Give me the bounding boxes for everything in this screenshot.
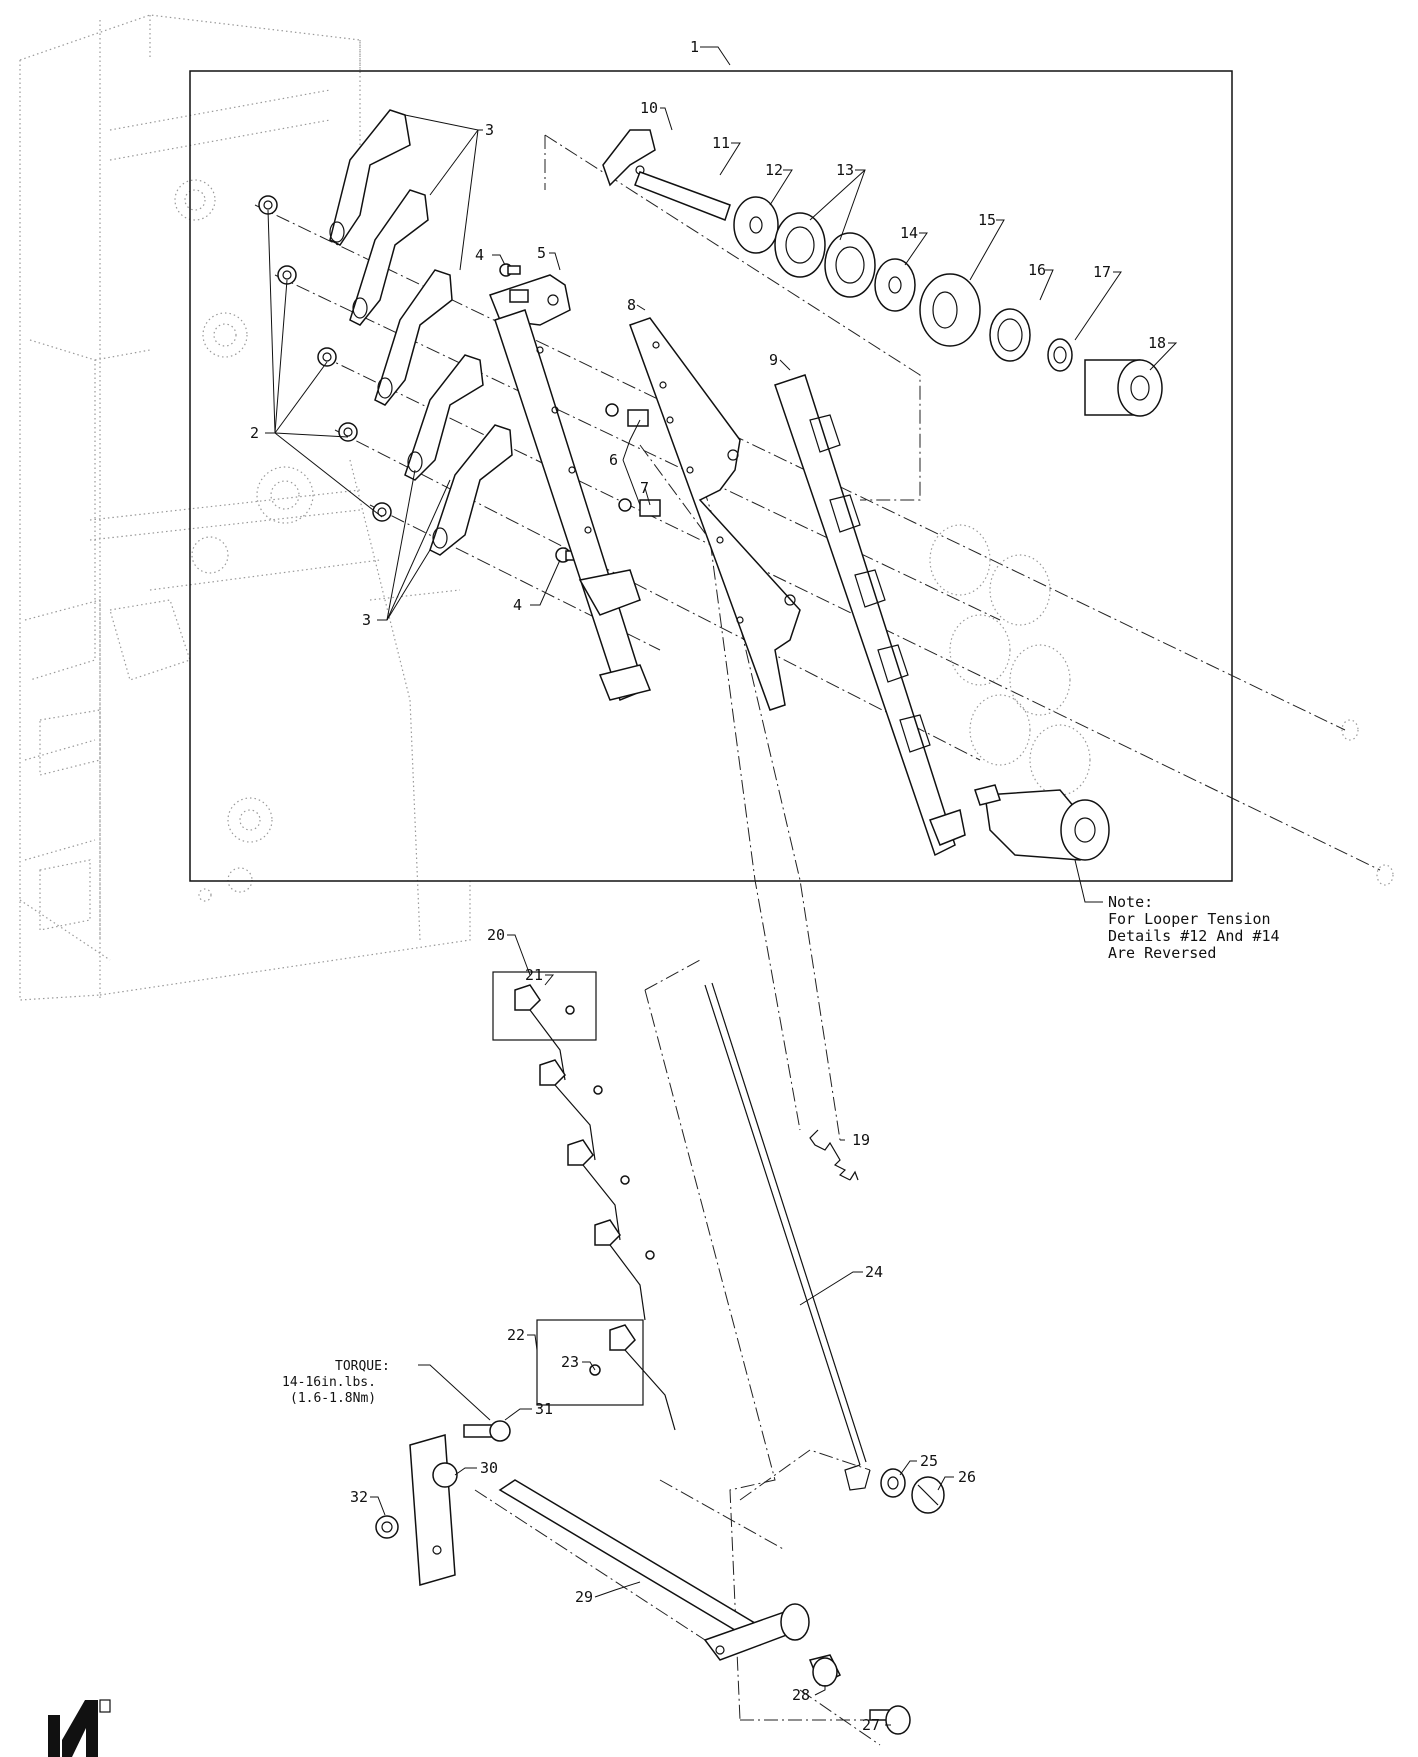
tension-ghost-units — [929, 524, 1394, 886]
bracket-plate-5 — [489, 274, 652, 701]
plate-8 — [629, 317, 801, 711]
label-7: 7 — [640, 479, 649, 497]
clips-6-7 — [605, 403, 661, 517]
label-3-top: 3 — [485, 121, 494, 139]
tension-assembly — [602, 129, 1163, 417]
label-19: 19 — [852, 1131, 870, 1149]
nut-group — [258, 195, 392, 522]
torque-value-imperial: 14-16in.lbs. — [282, 1375, 376, 1390]
guide-assembly — [492, 971, 676, 1431]
shaft-assembly — [375, 1420, 911, 1735]
label-26: 26 — [958, 1468, 976, 1486]
label-12: 12 — [765, 161, 783, 179]
washer-screw-25-26 — [880, 1468, 945, 1514]
logo-mark — [48, 1699, 111, 1757]
assembly-frame — [189, 70, 1233, 882]
label-4-top: 4 — [475, 246, 484, 264]
label-3-bottom: 3 — [362, 611, 371, 629]
label-21: 21 — [525, 966, 543, 984]
label-11: 11 — [712, 134, 730, 152]
label-27: 27 — [862, 1716, 880, 1734]
label-14: 14 — [900, 224, 918, 242]
label-9: 9 — [769, 351, 778, 369]
label-30: 30 — [480, 1459, 498, 1477]
torque-title: TORQUE: — [335, 1359, 390, 1374]
label-15: 15 — [978, 211, 996, 229]
label-2: 2 — [250, 424, 259, 442]
note-line-4: Are Reversed — [1108, 944, 1216, 962]
label-1: 1 — [690, 38, 699, 56]
label-6: 6 — [609, 451, 618, 469]
label-10: 10 — [640, 99, 658, 117]
label-4-bottom: 4 — [513, 596, 522, 614]
label-31: 31 — [535, 1400, 553, 1418]
label-17: 17 — [1093, 263, 1111, 281]
part-labels: 1 3 2 3 4 4 5 6 7 8 9 10 11 12 13 14 15 … — [250, 38, 1166, 1734]
label-20: 20 — [487, 926, 505, 944]
plate-9 — [774, 374, 966, 857]
label-28: 28 — [792, 1686, 810, 1704]
label-5: 5 — [537, 244, 546, 262]
label-23: 23 — [561, 1353, 579, 1371]
label-16: 16 — [1028, 261, 1046, 279]
label-29: 29 — [575, 1588, 593, 1606]
label-32: 32 — [350, 1488, 368, 1506]
spring-19 — [809, 1129, 859, 1181]
machine-outline — [19, 14, 471, 1001]
label-24: 24 — [865, 1263, 883, 1281]
label-18: 18 — [1148, 334, 1166, 352]
tension-unit-complete — [974, 784, 1110, 861]
note-line-3: Details #12 And #14 — [1108, 927, 1280, 945]
note-line-2: For Looper Tension — [1108, 910, 1271, 928]
label-22: 22 — [507, 1326, 525, 1344]
label-8: 8 — [627, 296, 636, 314]
leader-lines — [265, 46, 1178, 1726]
note-block: Note: For Looper Tension Details #12 And… — [1108, 893, 1280, 962]
lever-group — [329, 109, 513, 556]
label-25: 25 — [920, 1452, 938, 1470]
torque-value-metric: (1.6-1.8Nm) — [290, 1391, 376, 1406]
rod-24 — [704, 982, 871, 1491]
torque-spec: TORQUE: 14-16in.lbs. (1.6-1.8Nm) — [282, 1359, 390, 1406]
note-title: Note: — [1108, 893, 1153, 911]
label-13: 13 — [836, 161, 854, 179]
